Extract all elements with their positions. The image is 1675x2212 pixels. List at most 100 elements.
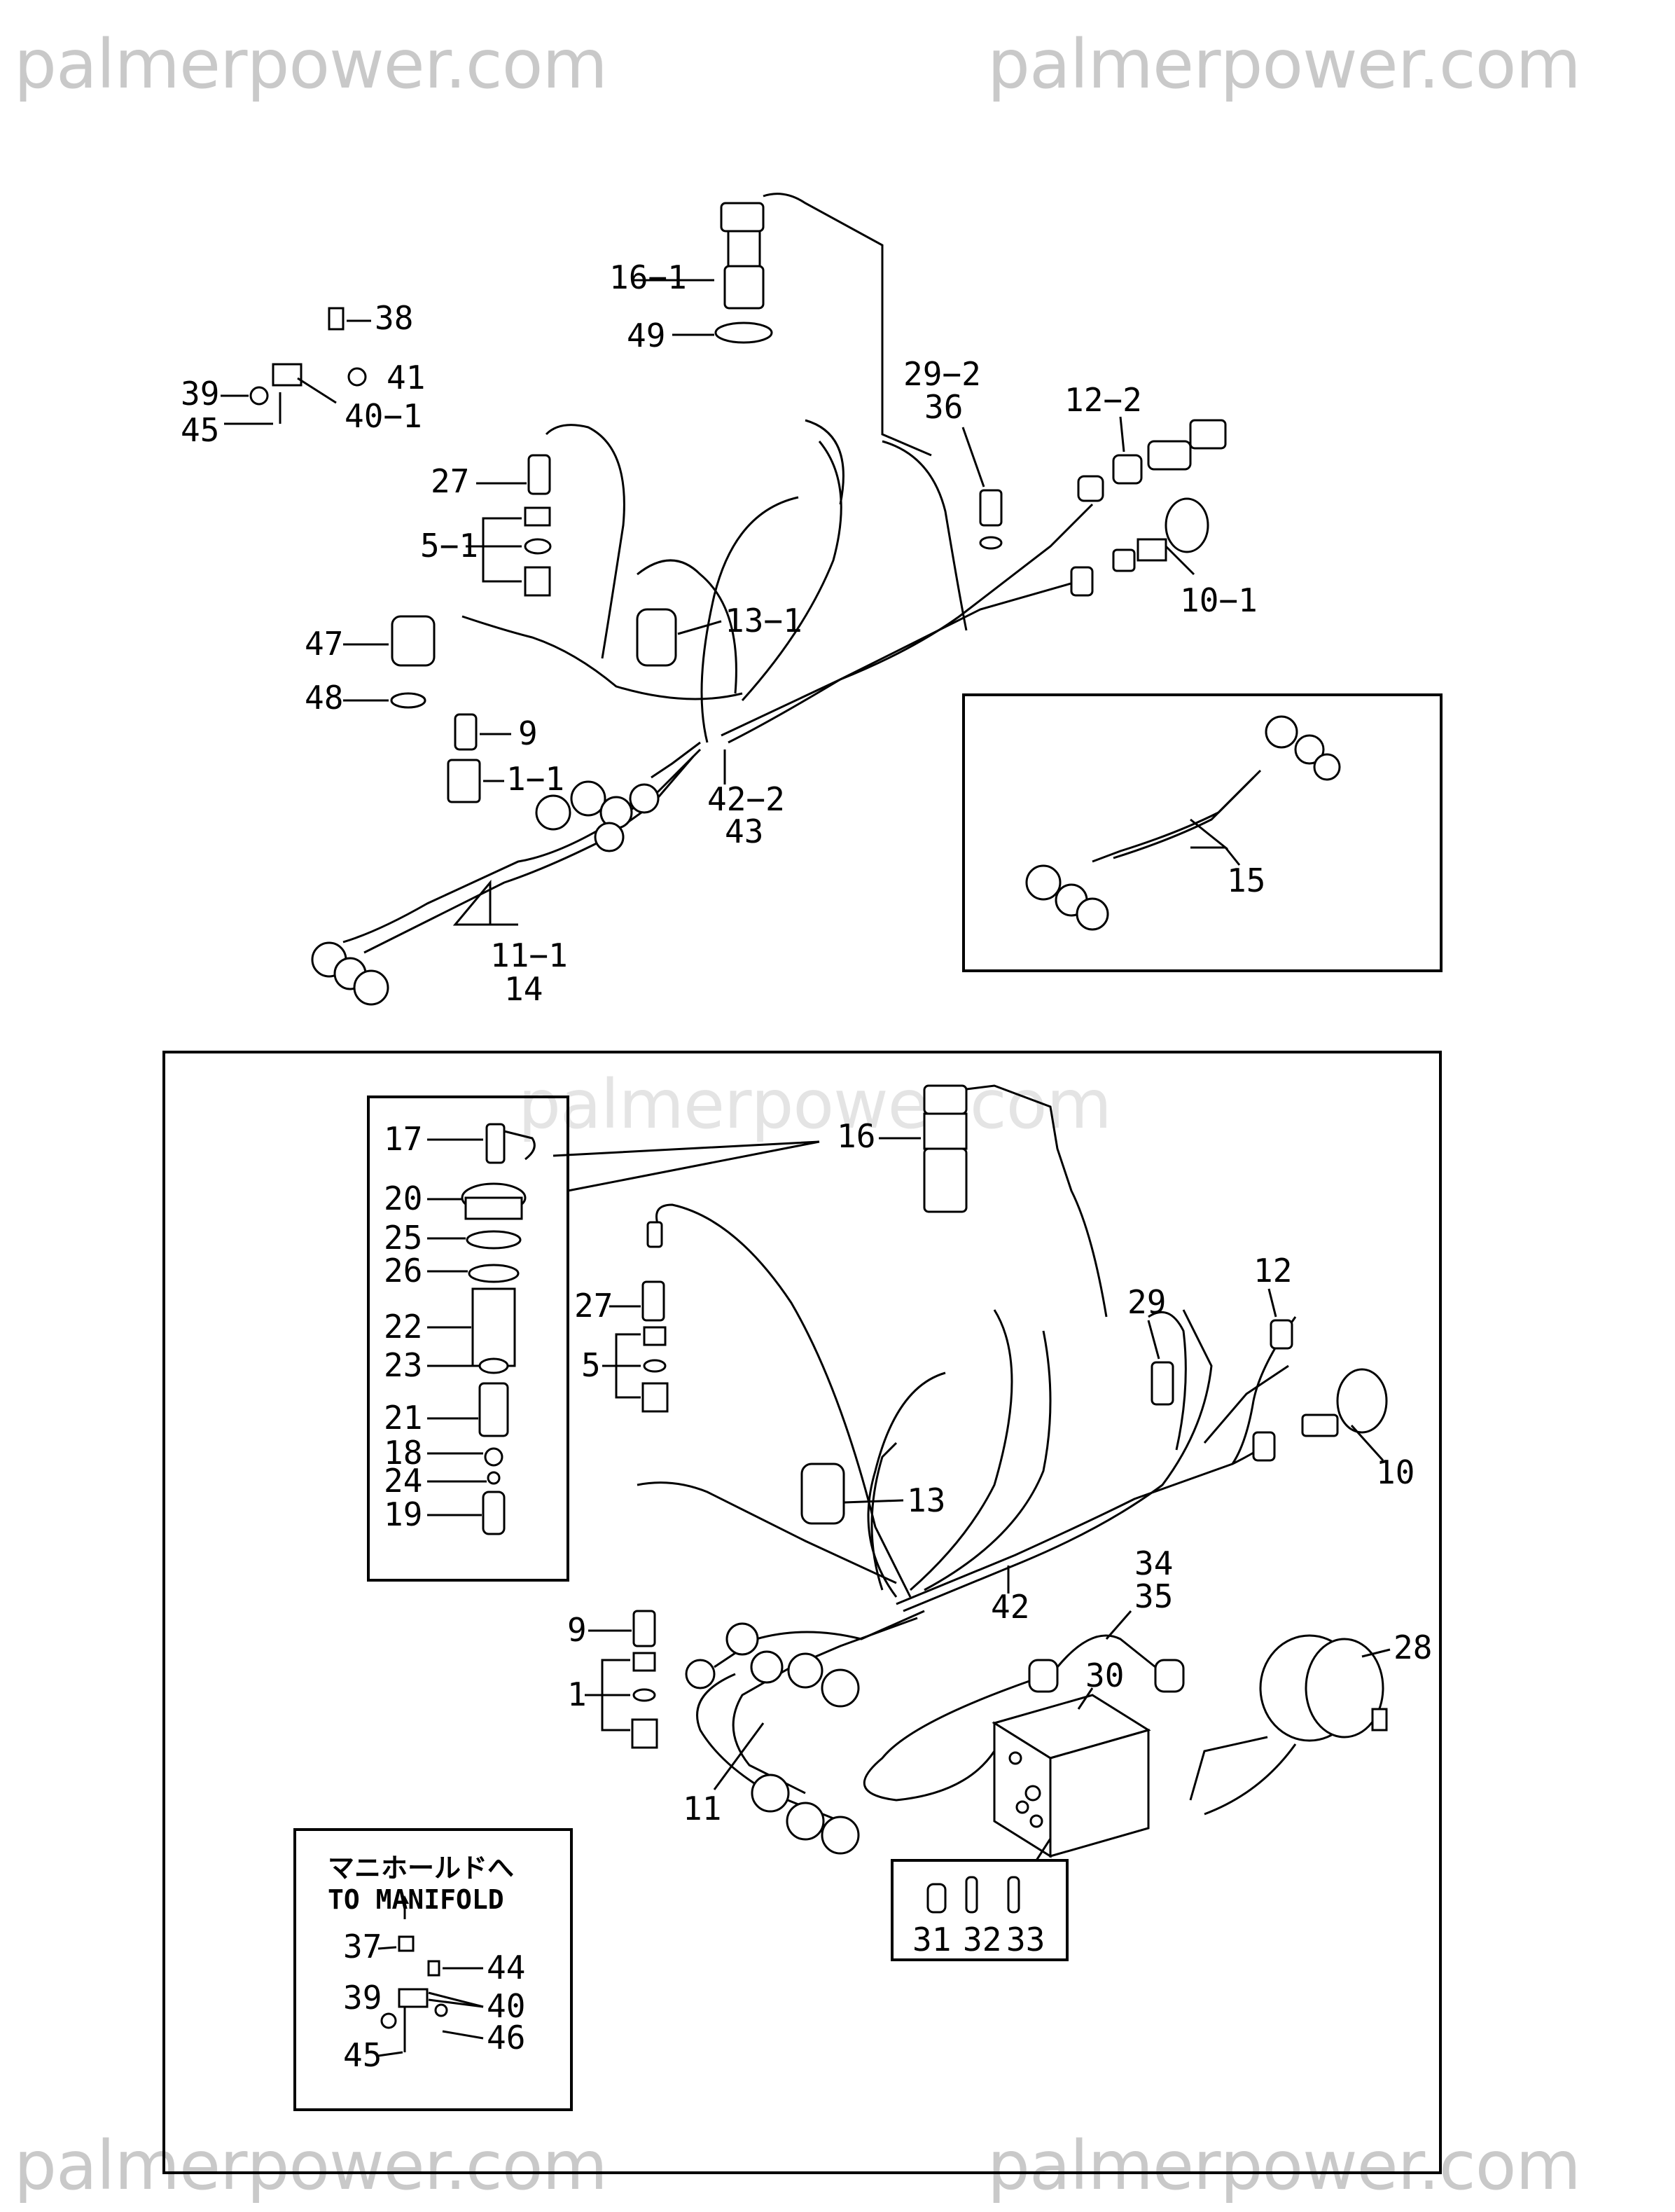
manifold-box bbox=[293, 1828, 573, 2111]
label-12-2: 12−2 bbox=[1064, 381, 1142, 419]
label-13-1: 13−1 bbox=[725, 602, 802, 640]
label-14: 14 bbox=[504, 970, 543, 1008]
label-39-lower: 39 bbox=[343, 1979, 382, 2017]
label-32: 32 bbox=[963, 1921, 1001, 1958]
label-45: 45 bbox=[181, 411, 219, 449]
label-37: 37 bbox=[343, 1928, 382, 1965]
label-24: 24 bbox=[384, 1462, 422, 1500]
harness-42 bbox=[637, 1203, 1297, 1612]
label-38: 38 bbox=[375, 299, 413, 337]
upper-assembly bbox=[221, 193, 1443, 1006]
sender-exploded-view bbox=[461, 1123, 536, 1535]
meter-box-30 bbox=[992, 1694, 1151, 1858]
sender-16-1 bbox=[714, 193, 932, 457]
label-15: 15 bbox=[1227, 862, 1265, 899]
sender-12-2 bbox=[1077, 419, 1227, 502]
label-40: 40 bbox=[487, 1987, 525, 2025]
label-49: 49 bbox=[627, 317, 665, 354]
label-18: 18 bbox=[384, 1434, 422, 1472]
clip-assembly-40-1 bbox=[249, 363, 367, 424]
label-45-lower: 45 bbox=[343, 2036, 382, 2074]
label-29-2: 29−2 bbox=[903, 355, 981, 393]
upper-labels: 38 39 41 40−1 45 16−1 49 27 5−1 47 48 9 … bbox=[181, 258, 1265, 1008]
label-16-1: 16−1 bbox=[609, 258, 687, 296]
label-17: 17 bbox=[384, 1120, 422, 1158]
label-29: 29 bbox=[1127, 1283, 1166, 1321]
cable-34-35 bbox=[863, 1634, 1185, 1802]
harness-11 bbox=[685, 1610, 925, 1855]
sender-exploded-box bbox=[367, 1095, 569, 1582]
fuse-33 bbox=[1007, 1876, 1020, 1914]
label-22: 22 bbox=[384, 1308, 422, 1346]
watermark-top-right: palmerpower.com bbox=[987, 25, 1580, 104]
label-31: 31 bbox=[912, 1921, 951, 1958]
sender-12 bbox=[1270, 1319, 1293, 1350]
label-42-2: 42−2 bbox=[707, 780, 785, 818]
label-27-lower: 27 bbox=[574, 1287, 613, 1325]
part-5-1-a bbox=[524, 506, 551, 527]
label-30: 30 bbox=[1085, 1657, 1124, 1694]
label-26: 26 bbox=[384, 1252, 422, 1290]
manifold-assembly bbox=[380, 1895, 448, 2052]
label-11: 11 bbox=[683, 1790, 721, 1827]
sender-10-1 bbox=[1070, 497, 1209, 597]
label-16: 16 bbox=[837, 1117, 875, 1155]
gauge-28 bbox=[1189, 1634, 1388, 1816]
lower-labels: 17 20 25 26 22 23 21 18 24 19 16 27 5 29… bbox=[328, 1117, 1432, 2074]
watermark-bottom-left: palmerpower.com bbox=[14, 2127, 607, 2205]
label-46: 46 bbox=[487, 2019, 525, 2057]
label-35: 35 bbox=[1134, 1577, 1173, 1615]
sender-10 bbox=[1252, 1368, 1388, 1462]
inset-box-15 bbox=[962, 693, 1443, 972]
harness-42-2 bbox=[461, 419, 1094, 779]
label-40-1: 40−1 bbox=[345, 397, 422, 435]
label-39: 39 bbox=[181, 375, 219, 413]
label-13: 13 bbox=[907, 1481, 945, 1519]
label-1: 1 bbox=[567, 1675, 587, 1713]
watermark-bottom-right: palmerpower.com bbox=[987, 2127, 1580, 2205]
label-1-1: 1−1 bbox=[506, 760, 564, 798]
watermark-top-left: palmerpower.com bbox=[14, 25, 607, 104]
label-20: 20 bbox=[384, 1180, 422, 1217]
watermark-middle: palmerpower.com bbox=[518, 1065, 1111, 1144]
label-5: 5 bbox=[581, 1346, 601, 1384]
sensor-13 bbox=[800, 1463, 845, 1525]
switch-29-2 bbox=[979, 489, 1003, 527]
label-43: 43 bbox=[725, 813, 763, 850]
sensor-9 bbox=[454, 713, 478, 751]
label-5-1: 5−1 bbox=[420, 527, 478, 565]
label-44: 44 bbox=[487, 1949, 525, 1986]
sensor-9-lower bbox=[632, 1610, 656, 1647]
label-9-upper: 9 bbox=[518, 714, 538, 752]
sensor-27-lower bbox=[641, 1280, 665, 1322]
adapter-1-1 bbox=[447, 759, 481, 803]
fuse-32 bbox=[965, 1876, 978, 1914]
bracket-38 bbox=[328, 307, 345, 331]
label-48: 48 bbox=[305, 679, 343, 717]
label-23: 23 bbox=[384, 1346, 422, 1384]
label-47: 47 bbox=[305, 625, 343, 663]
fuse-cap-31 bbox=[926, 1883, 947, 1914]
label-10-1: 10−1 bbox=[1180, 581, 1258, 619]
lower-frame bbox=[162, 1051, 1442, 2174]
manifold-title-jp: マニホールドへ bbox=[328, 1853, 514, 1883]
label-11-1: 11−1 bbox=[490, 936, 568, 974]
label-21: 21 bbox=[384, 1399, 422, 1437]
label-12: 12 bbox=[1253, 1252, 1292, 1290]
label-25: 25 bbox=[384, 1219, 422, 1257]
sender-16 bbox=[923, 1084, 1108, 1318]
label-42: 42 bbox=[991, 1588, 1029, 1626]
label-34: 34 bbox=[1134, 1544, 1173, 1582]
sensor-27 bbox=[527, 454, 551, 495]
label-28: 28 bbox=[1393, 1629, 1432, 1666]
label-33: 33 bbox=[1006, 1921, 1045, 1958]
harness-11-1 bbox=[311, 748, 702, 1006]
sensor-47 bbox=[391, 615, 436, 667]
label-10: 10 bbox=[1376, 1453, 1415, 1491]
sensor-13-1 bbox=[636, 608, 677, 667]
label-19: 19 bbox=[384, 1495, 422, 1533]
manifold-title-en: TO MANIFOLD bbox=[328, 1884, 504, 1915]
washer-48 bbox=[390, 692, 426, 709]
label-9-lower: 9 bbox=[567, 1611, 587, 1649]
